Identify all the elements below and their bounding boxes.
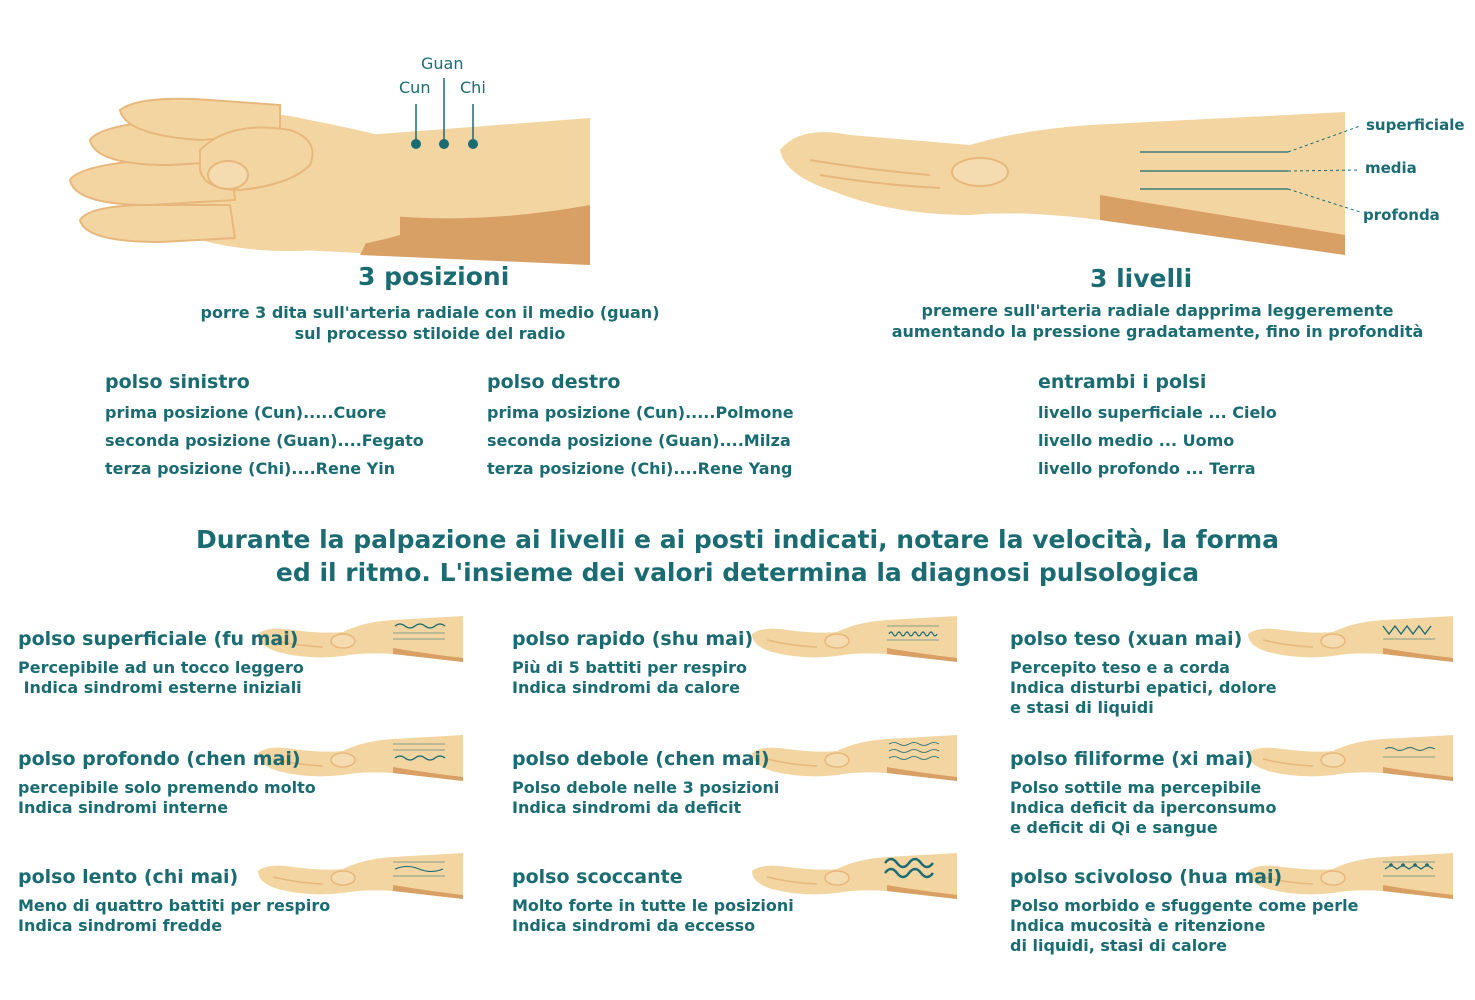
column-line: livello medio ... Uomo <box>1038 431 1235 450</box>
guan-point <box>439 139 449 149</box>
pulse-hand-icon <box>258 853 463 899</box>
pulse-hand-icon <box>1248 853 1453 899</box>
pulse-description-line: Percepito teso e a corda <box>1010 658 1230 677</box>
level-superficiale-label: superficiale <box>1366 116 1465 134</box>
pulse-description-line: Polso morbido e sfuggente come perle <box>1010 896 1359 915</box>
pulse-description-line: percepibile solo premendo molto <box>18 778 316 797</box>
pulse-description-line: Indica deficit da iperconsumo <box>1010 798 1277 817</box>
pulse-description-line: Indica sindromi fredde <box>18 916 223 935</box>
pulse-hand-icon <box>752 616 957 662</box>
pulse-wave-icon <box>884 857 934 879</box>
positions-title: 3 posizioni <box>358 262 510 291</box>
pulse-description-line: Indica sindromi interne <box>18 798 229 817</box>
pulse-title: polso scivoloso (hua mai) <box>1010 866 1283 888</box>
pulse-description-line: Polso debole nelle 3 posizioni <box>512 778 780 797</box>
pulse-description-line: Percepibile ad un tocco leggero <box>18 658 304 677</box>
pulse-hand-icon <box>1248 735 1453 781</box>
column-line: terza posizione (Chi)....Rene Yin <box>105 459 396 478</box>
pulse-title: polso scoccante <box>512 866 683 888</box>
pulse-card: polso profondo (chen mai) percepibile sol… <box>18 748 316 818</box>
guan-label: Guan <box>421 54 464 73</box>
pulse-hand-icon <box>258 616 463 662</box>
pulse-description-line: e deficit di Qi e sangue <box>1010 818 1218 837</box>
pulse-title: polso profondo (chen mai) <box>18 748 301 770</box>
pulse-card: polso debole (chen mai) Polso debole nell… <box>512 748 779 818</box>
column-line: terza posizione (Chi)....Rene Yang <box>487 459 793 478</box>
levels-description: premere sull'arteria radiale dapprima le… <box>891 301 1424 341</box>
pulse-wave-icon <box>393 861 445 877</box>
pulse-description-line: Polso sottile ma percepibile <box>1010 778 1262 797</box>
pulse-wave-icon <box>887 625 939 641</box>
pulse-description-line: Molto forte in tutte le posizioni <box>512 896 794 915</box>
pulse-wave-icon <box>888 742 940 760</box>
level-media-label: media <box>1365 159 1417 177</box>
pulse-card: polso rapido (shu mai) Più di 5 battiti p… <box>512 628 753 698</box>
pulse-title: polso lento (chi mai) <box>18 866 239 888</box>
pulse-title: polso debole (chen mai) <box>512 748 770 770</box>
pulse-wave-icon <box>393 743 446 761</box>
column-line: seconda posizione (Guan)....Fegato <box>105 431 424 450</box>
pulse-title: polso teso (xuan mai) <box>1010 628 1243 650</box>
pulse-card: polso lento (chi mai) Meno di quattro bat… <box>18 866 330 936</box>
pulse-wave-icon <box>393 623 446 640</box>
cun-label: Cun <box>399 78 431 97</box>
open-hand-levels-illustration <box>780 112 1361 255</box>
pulse-card: polso superficiale (fu mai) Percepibile a… <box>18 628 304 698</box>
chi-label: Chi <box>460 78 486 97</box>
pulse-card: polso scivoloso (hua mai) Polso morbido e… <box>1010 866 1358 956</box>
column-line: livello profondo ... Terra <box>1038 459 1256 478</box>
pulse-description-line: Indica mucosità e ritenzione <box>1010 916 1266 935</box>
pulse-hand-icon <box>752 853 957 899</box>
pulse-title: polso filiforme (xi mai) <box>1010 748 1254 770</box>
pulse-wave-icon <box>1383 747 1436 758</box>
pulse-description-line: Meno di quattro battiti per respiro <box>18 896 331 915</box>
column-left-pulse: polso sinistro prima posizione (Cun)....… <box>105 371 424 478</box>
column-line: prima posizione (Cun).....Cuore <box>105 403 387 422</box>
positions-description: porre 3 dita sull'arteria radiale con il… <box>200 303 660 343</box>
headline: Durante la palpazione ai livelli e ai po… <box>195 525 1280 587</box>
pulse-title: polso rapido (shu mai) <box>512 628 754 650</box>
column-line: livello superficiale ... Cielo <box>1038 403 1277 422</box>
chi-point <box>468 139 478 149</box>
column-right-pulse: polso destro prima posizione (Cun).....P… <box>487 371 794 478</box>
column-title: polso destro <box>487 371 621 393</box>
pulse-hand-icon <box>1248 616 1453 662</box>
three-fingers-hand-illustration <box>68 78 590 265</box>
column-both-pulses: entrambi i polsi livello superficiale ..… <box>1038 371 1277 478</box>
pulse-title: polso superficiale (fu mai) <box>18 628 299 650</box>
pulse-hand-icon <box>258 735 463 781</box>
column-title: entrambi i polsi <box>1038 371 1207 393</box>
pulse-wave-icon <box>1383 861 1435 877</box>
column-title: polso sinistro <box>105 371 250 393</box>
column-line: seconda posizione (Guan)....Milza <box>487 431 791 450</box>
pulse-description-line: Indica disturbi epatici, dolore <box>1010 678 1277 697</box>
pulse-description-line: Indica sindromi da calore <box>512 678 740 697</box>
pulse-description-line: Più di 5 battiti per respiro <box>512 658 747 677</box>
pulse-hand-icon <box>752 735 957 781</box>
pulse-wave-icon <box>1382 624 1435 640</box>
pulse-description-line: di liquidi, stasi di calore <box>1010 936 1227 955</box>
pulse-description-line: Indica sindromi da eccesso <box>512 916 756 935</box>
pulse-description-line: e stasi di liquidi <box>1010 698 1154 717</box>
pulse-card: polso filiforme (xi mai) Polso sottile ma… <box>1010 748 1276 838</box>
pulse-description: Percepibile ad un tocco leggero Indica s… <box>18 658 304 698</box>
pulse-card: polso teso (xuan mai) Percepito teso e a … <box>1010 628 1277 718</box>
levels-title: 3 livelli <box>1090 264 1193 293</box>
column-line: prima posizione (Cun).....Polmone <box>487 403 794 422</box>
cun-point <box>411 139 421 149</box>
pulse-description-line: Indica sindromi da deficit <box>512 798 742 817</box>
pulse-description-line: Indica sindromi esterne iniziali <box>18 678 302 697</box>
level-profonda-label: profonda <box>1363 206 1440 224</box>
